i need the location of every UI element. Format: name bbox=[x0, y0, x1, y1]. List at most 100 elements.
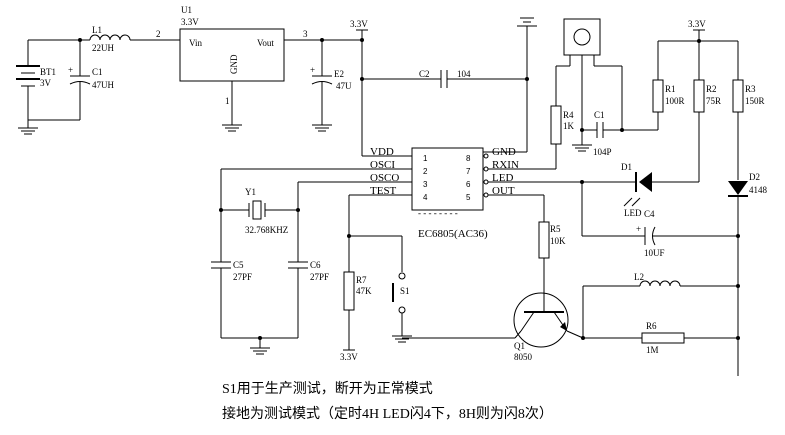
junction bbox=[525, 77, 529, 81]
led-text: LED bbox=[624, 208, 642, 218]
y1-value: 32.768KHZ bbox=[245, 225, 288, 235]
inductor-l2 bbox=[583, 280, 738, 287]
r5-label: R5 bbox=[550, 224, 561, 234]
c1-input-label: C1 bbox=[92, 67, 103, 77]
pin-num-8: 8 bbox=[466, 154, 471, 163]
capacitor-c4: + bbox=[581, 182, 738, 246]
svg-text:+: + bbox=[310, 65, 315, 75]
u1-vin-label: Vin bbox=[189, 38, 202, 48]
bt1-label: BT1 bbox=[40, 67, 56, 77]
c2-value: 104 bbox=[457, 69, 471, 79]
resistor-r2 bbox=[664, 41, 705, 183]
l2-label: L2 bbox=[634, 272, 644, 282]
pin-vdd-label: VDD bbox=[370, 146, 394, 158]
resistor-r1 bbox=[652, 41, 664, 113]
svg-text:+: + bbox=[68, 65, 73, 75]
d2-value: 4148 bbox=[749, 185, 768, 195]
capacitor-c6 bbox=[288, 261, 308, 338]
c5-label: C5 bbox=[233, 260, 244, 270]
c1-input-value: 47UH bbox=[92, 80, 114, 90]
pin-osco-label: OSCO bbox=[370, 172, 399, 184]
pin-num-6: 6 bbox=[466, 180, 471, 189]
e2-label: E2 bbox=[334, 69, 344, 79]
r2-value: 75R bbox=[706, 96, 721, 106]
capacitor-c1-input: + bbox=[68, 40, 91, 120]
c4-value: 10UF bbox=[644, 248, 665, 258]
u1-vout-label: Vout bbox=[257, 38, 274, 48]
r3-label: R3 bbox=[745, 84, 756, 94]
r7-value: 47K bbox=[356, 286, 372, 296]
resistor-r7 bbox=[343, 271, 355, 351]
u1-value: 3.3V bbox=[181, 17, 199, 27]
c5-value: 27PF bbox=[233, 272, 252, 282]
r6-value: 1M bbox=[646, 345, 659, 355]
r3-value: 150R bbox=[745, 96, 765, 106]
crystal-y1 bbox=[219, 200, 300, 220]
transistor-q1 bbox=[513, 292, 584, 348]
d1-label: D1 bbox=[621, 162, 632, 172]
pin-test-label: TEST bbox=[370, 185, 397, 197]
d2-label: D2 bbox=[749, 172, 760, 182]
u1-gnd-label: GND bbox=[229, 54, 239, 74]
pin-num-1: 1 bbox=[423, 154, 428, 163]
ground-symbol bbox=[250, 347, 270, 355]
pin-num-4: 4 bbox=[423, 193, 428, 202]
pin-num-5: 5 bbox=[466, 193, 471, 202]
ir-receiver-module bbox=[556, 18, 623, 130]
q1-label: Q1 bbox=[514, 341, 525, 351]
e2-value: 47U bbox=[336, 81, 352, 91]
switch-s1 bbox=[349, 235, 412, 343]
u1-label: U1 bbox=[181, 5, 192, 15]
c4-label: C4 bbox=[644, 209, 655, 219]
net-3-label: 3 bbox=[303, 29, 308, 39]
pin-num-3: 3 bbox=[423, 180, 428, 189]
q1-value: 8050 bbox=[514, 352, 533, 362]
s1-label: S1 bbox=[400, 286, 410, 296]
led-d1 bbox=[623, 172, 664, 207]
c6-value: 27PF bbox=[310, 272, 329, 282]
note-line-1: S1用于生产测试，断开为正常模式 bbox=[222, 382, 433, 397]
resistor-r3 bbox=[732, 41, 744, 180]
r1-label: R1 bbox=[665, 84, 676, 94]
pin-led-label: LED bbox=[492, 172, 513, 184]
vcc-right-label: 3.3V bbox=[688, 19, 706, 29]
pin-num-2: 2 bbox=[423, 167, 428, 176]
l1-value: 22UH bbox=[92, 43, 114, 53]
c1-104p-label: C1 bbox=[594, 110, 605, 120]
junction bbox=[258, 336, 262, 340]
c2-label: C2 bbox=[419, 69, 430, 79]
r4-label: R4 bbox=[563, 110, 574, 120]
vcc-r7-label: 3.3V bbox=[340, 352, 358, 362]
ic-name-label: EC6805(AC36) bbox=[418, 228, 488, 240]
note-line-2: 接地为测试模式（定时4H LED闪4下，8H则为闪8次） bbox=[222, 407, 553, 422]
capacitor-e2: + bbox=[310, 40, 333, 132]
pin-num-7: 7 bbox=[466, 167, 471, 176]
net-2-label: 2 bbox=[156, 29, 161, 39]
ground-symbol bbox=[18, 120, 38, 135]
resistor-r4 bbox=[550, 66, 562, 169]
pin-rxin-label: RXIN bbox=[492, 159, 519, 171]
pin-osci-label: OSCI bbox=[370, 159, 395, 171]
capacitor-c5 bbox=[211, 261, 231, 338]
battery-bt1 bbox=[16, 40, 40, 120]
r6-label: R6 bbox=[646, 321, 657, 331]
u1-pin1-label: 1 bbox=[225, 96, 230, 106]
c1-104p-value: 104P bbox=[593, 147, 612, 157]
r2-label: R2 bbox=[706, 84, 717, 94]
pin-out-label: OUT bbox=[492, 185, 515, 197]
ground-symbol bbox=[222, 124, 242, 132]
r4-value: 1K bbox=[563, 121, 575, 131]
capacitor-c1-104p bbox=[572, 112, 659, 152]
svg-text:- - - - - - - -: - - - - - - - - bbox=[418, 208, 458, 218]
diode-d2 bbox=[728, 181, 748, 376]
inductor-l1 bbox=[89, 34, 180, 41]
y1-label: Y1 bbox=[245, 187, 256, 197]
svg-text:+: + bbox=[636, 224, 641, 234]
r1-value: 100R bbox=[665, 96, 685, 106]
c6-label: C6 bbox=[310, 260, 321, 270]
capacitor-c2 bbox=[362, 70, 527, 88]
ic-ec6805 bbox=[411, 147, 484, 211]
vcc-top-label: 3.3V bbox=[350, 19, 368, 29]
r5-value: 10K bbox=[550, 236, 566, 246]
